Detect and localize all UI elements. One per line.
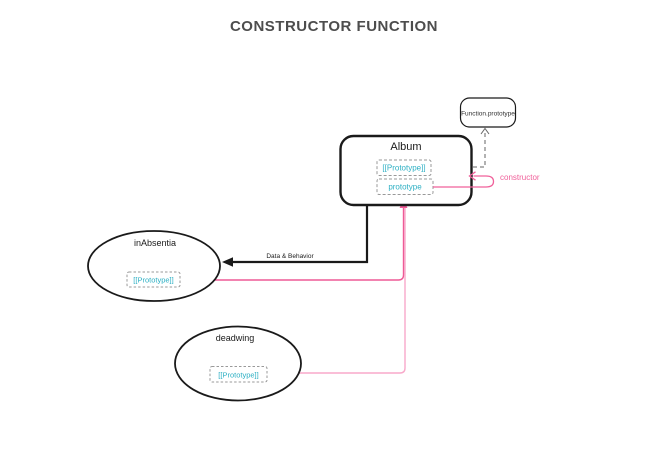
inabsentia-node: inAbsentia [[Prototype]] (87, 230, 221, 302)
album-internal-slot-label: [[Prototype]] (382, 164, 425, 173)
album-internal-slot-box: [[Prototype]] (376, 159, 432, 176)
album-prototype-slot-label: prototype (388, 183, 422, 192)
pink-arrowhead-left-icon (468, 171, 476, 181)
data-behavior-arrow: Data & Behavior (222, 204, 369, 267)
inabsentia-label: inAbsentia (134, 238, 176, 248)
deadwing-internal-slot-box: [[Prototype]] (209, 366, 268, 383)
page-title: CONSTRUCTOR FUNCTION (230, 18, 438, 35)
album-node: Album [[Prototype]] prototype (339, 134, 473, 207)
constructor-label: constructor (500, 173, 540, 182)
inabsentia-internal-slot-label: [[Prototype]] (133, 276, 173, 285)
function-prototype-label: Function.prototype (461, 111, 515, 118)
dashed-arrowhead-up-icon (480, 127, 490, 135)
deadwing-internal-slot-label: [[Prototype]] (218, 371, 258, 380)
album-prototype-slot-box: prototype (376, 178, 434, 195)
data-behavior-label: Data & Behavior (266, 253, 314, 260)
inabsentia-internal-slot-box: [[Prototype]] (126, 271, 181, 288)
constructor-arrow: constructor (433, 171, 540, 188)
black-arrowhead-left-icon (222, 257, 233, 267)
album-label: Album (390, 141, 421, 153)
deadwing-node: deadwing [[Prototype]] (174, 325, 302, 402)
deadwing-prototype-link (267, 204, 406, 374)
deadwing-label: deadwing (216, 333, 255, 343)
function-prototype-node: Function.prototype (459, 97, 517, 128)
